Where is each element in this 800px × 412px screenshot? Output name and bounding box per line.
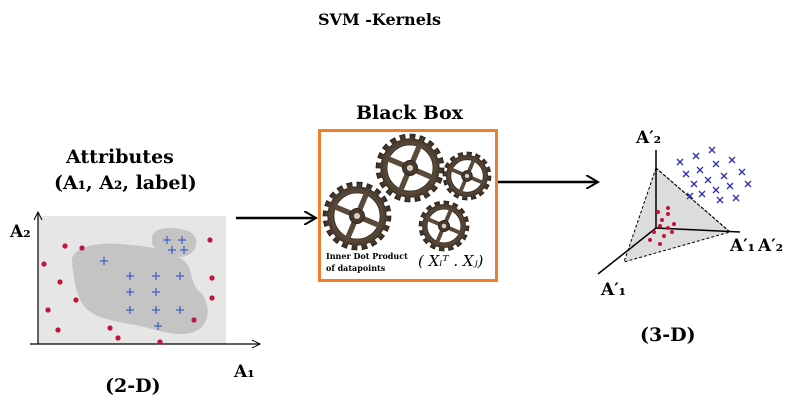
plot-3d-top-axis-label: A′₂ [636,128,662,148]
cross-point [728,156,736,164]
red-dot [652,230,656,234]
black-box-caption-line1: Inner Dot Product [326,251,408,261]
red-dot [660,218,664,222]
red-dot [62,243,68,249]
red-dot [107,325,113,331]
plus-point [152,272,160,280]
red-dot [648,238,652,242]
red-dot [45,307,51,313]
plot-2d-x-arrow [251,339,262,349]
red-dot [209,275,215,281]
red-dot [656,210,660,214]
cross-point [738,168,746,176]
attributes-heading: Attributes [66,146,174,168]
red-dot [666,206,670,210]
cross-point [716,196,724,204]
plot-2d [30,210,262,349]
plus-point [176,306,184,314]
red-dot [41,261,47,267]
gears-icon [322,133,492,252]
plus-point [152,306,160,314]
red-dot [670,230,674,234]
red-dot [209,295,215,301]
red-dot [55,327,61,333]
plus-point [178,236,186,244]
red-dot [662,234,666,238]
plus-point [152,288,160,296]
cross-point [692,152,700,160]
plot-3d-dots [648,206,676,246]
cross-point [698,190,706,198]
plus-point [154,322,162,330]
cross-point [676,158,684,166]
cross-point [682,170,690,178]
plot-3d-right-axis [655,227,741,233]
kernel-formula: ( Xᵢᵀ . Xⱼ) [418,252,484,270]
plot-3d-right-axis-label-a: A′₁ [730,236,756,256]
plus-point [176,272,184,280]
cross-point [686,192,694,200]
plot-3d-plane [623,167,732,263]
cross-point [720,172,728,180]
red-dot [73,297,79,303]
plot-3d-right-axis-label-b: A′₂ [758,236,784,256]
red-dot [115,335,121,341]
gear-icon [418,200,470,252]
gear-icon [442,151,492,201]
page-title: SVM -Kernels [318,10,441,29]
plot-3d-cross-points [676,146,752,204]
plot-3d [597,146,752,275]
red-dot [666,226,670,230]
cross-point [708,146,716,154]
plus-point [126,288,134,296]
black-box-caption-line2: of datapoints [326,263,386,273]
red-dot [57,279,63,285]
cross-point [704,176,712,184]
red-dot [658,242,662,246]
plot-2d-y-label: A₂ [10,222,31,242]
plus-point [126,306,134,314]
attributes-list: (A₁, A₂, label) [54,172,197,194]
plot-2d-x-label: A₁ [234,362,255,382]
black-box-title: Black Box [356,102,463,124]
cross-point [726,182,734,190]
red-dot [658,224,662,228]
plot-2d-caption: (2-D) [105,375,161,397]
cross-point [732,194,740,202]
class-region-large [71,243,208,335]
cross-point [744,180,752,188]
plus-point [163,236,171,244]
red-dot [191,317,197,323]
cross-point [712,160,720,168]
red-dot [79,245,85,251]
plus-point [180,246,188,254]
cross-point [696,166,704,174]
red-dot [672,222,676,226]
cross-point [690,180,698,188]
red-dot [157,339,163,345]
plot-2d-y-arrow [33,210,43,221]
red-dot [207,237,213,243]
plus-point [168,246,176,254]
plus-point [100,257,108,265]
gear-icon [375,133,445,203]
plot-2d-plus-points [100,236,188,330]
plot-2d-dots [41,237,215,345]
plus-point [126,272,134,280]
cross-point [712,186,720,194]
gear-icon [322,181,392,251]
plot-3d-bottom-axis-label: A′₁ [601,280,627,300]
plot-3d-caption: (3-D) [640,324,696,346]
plot-3d-left-axis [597,227,657,275]
plot-3d-dashed-edge [655,167,731,233]
red-dot [666,212,670,216]
